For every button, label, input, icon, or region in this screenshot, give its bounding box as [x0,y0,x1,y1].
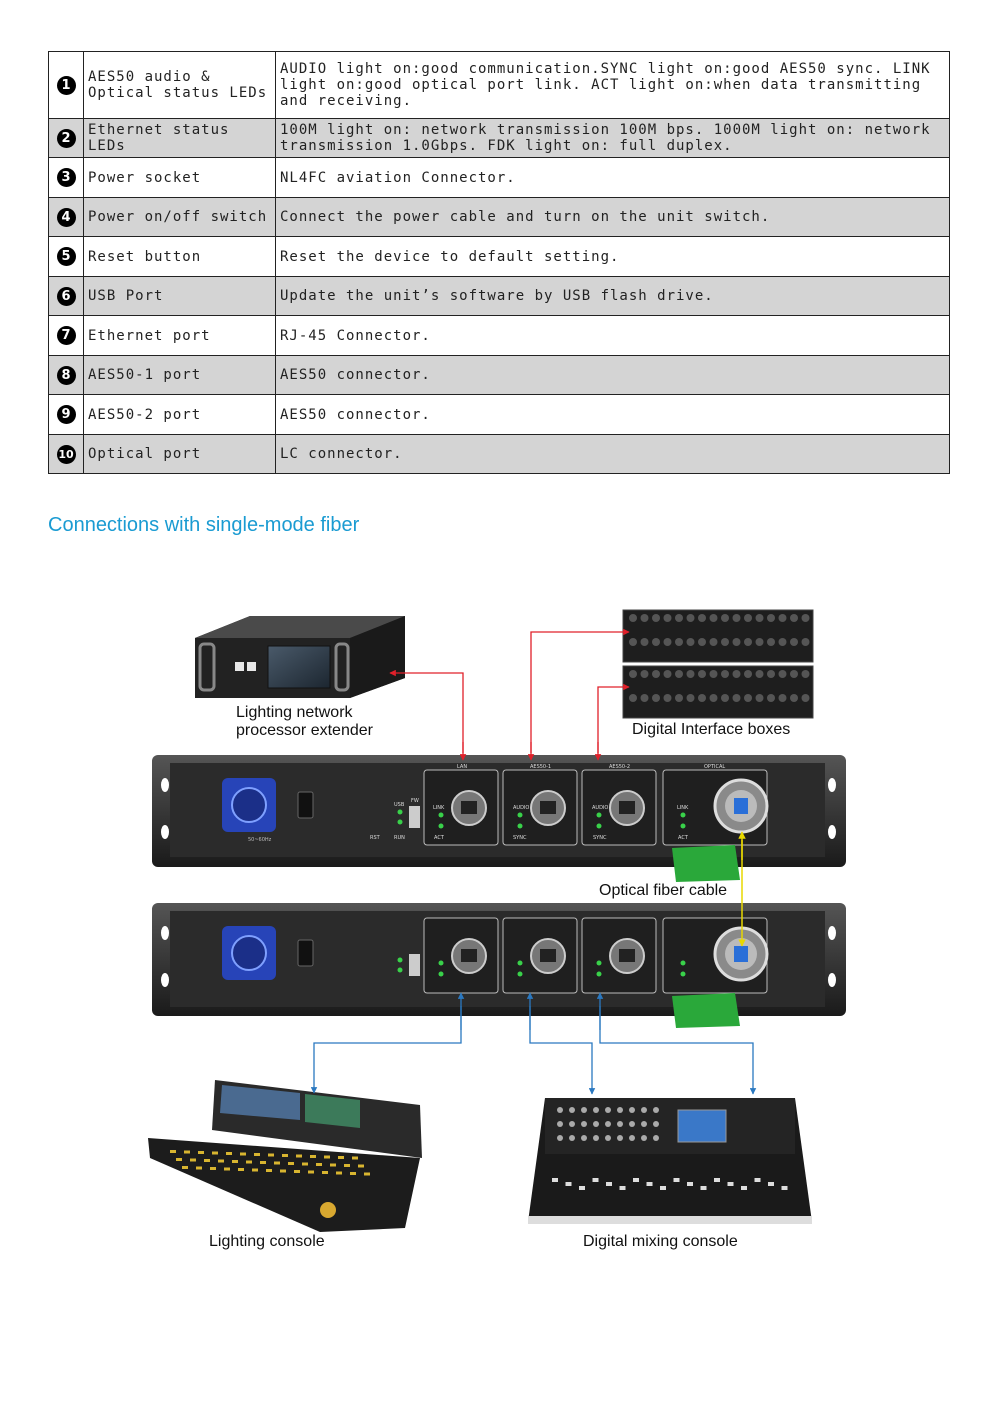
caption-processor-line1: Lighting network [236,704,353,721]
act-label: ACT [434,835,445,841]
row-name-cell: Ethernet status LEDs [83,118,276,158]
red-line-aes1 [530,628,630,753]
audio-label-2: AUDIO [592,805,608,811]
caption-interface-boxes: Digital Interface boxes [632,721,791,738]
number-badge: 9 [56,405,76,424]
row-description-cell: AES50 connector. [275,394,950,435]
freq-label: 50~60Hz [248,837,272,843]
fw-label: FW [411,798,419,804]
row-number-cell: 2 [48,118,84,158]
optical-label: OPTICAL [704,764,725,770]
row-description-cell: Connect the power cable and turn on the … [275,197,950,237]
number-badge: 8 [56,365,76,385]
row-name-cell: Reset button [83,236,276,277]
sync-label: SYNC [513,835,527,841]
row-number-cell: 6 [48,276,84,316]
extender-unit-top: 50~60Hz USB FW RST RUN LAN LINK ACT AES5… [152,755,846,882]
number-badge: 3 [56,168,76,187]
row-number-cell: 5 [48,236,84,277]
row-number-cell: 1 [48,51,84,119]
link-label: LINK [433,805,445,811]
act-label-2: ACT [678,835,689,841]
row-name-cell: AES50-1 port [83,355,276,395]
usb-label: USB [394,802,405,808]
row-description-cell: 100M light on: network transmission 100M… [275,118,950,158]
number-badge: 4 [56,207,76,227]
red-line-lan [389,669,464,753]
link-label-2: LINK [677,805,689,811]
caption-mixing-console: Digital mixing console [583,1233,738,1250]
row-number-cell: 10 [48,434,84,474]
row-description-cell: AES50 connector. [275,355,950,395]
lighting-console-image [148,1080,422,1232]
row-name-cell: Power on/off switch [83,197,276,237]
interface-boxes-image [622,609,814,719]
row-name-cell: Ethernet port [83,315,276,356]
row-name-cell: Power socket [83,157,276,198]
lan-label: LAN [457,764,467,770]
rst-label: RST [370,835,381,841]
processor-extender-image [195,616,405,698]
row-number-cell: 4 [48,197,84,237]
row-description-cell: AUDIO light on:good communication.SYNC l… [275,51,950,119]
number-badge: 2 [56,128,76,148]
sync-label-2: SYNC [593,835,607,841]
number-badge: 10 [56,444,76,464]
number-badge: 7 [56,326,76,345]
blue-line-lan [310,1006,462,1094]
number-badge: 1 [56,75,76,95]
mixing-console-image [528,1098,812,1224]
caption-lighting-console: Lighting console [209,1233,325,1250]
row-description-cell: LC connector. [275,434,950,474]
row-description-cell: NL4FC aviation Connector. [275,157,950,198]
row-number-cell: 3 [48,157,84,198]
audio-label: AUDIO [513,805,529,811]
row-name-cell: AES50 audio & Optical status LEDs [83,51,276,119]
row-number-cell: 9 [48,394,84,435]
connection-diagram: 50~60Hz USB FW RST RUN LAN LINK ACT AES5… [148,609,846,1232]
blue-line-aes1 [529,1006,596,1095]
red-line-aes2 [597,683,630,753]
row-name-cell: AES50-2 port [83,394,276,435]
number-badge: 5 [56,247,76,266]
section-title: Connections with single-mode fiber [48,514,360,536]
aes1-label: AES50-1 [530,764,551,770]
row-name-cell: Optical port [83,434,276,474]
caption-processor-line2: processor extender [236,722,373,739]
caption-fiber: Optical fiber cable [599,882,728,899]
row-description-cell: Update the unit’s software by USB flash … [275,276,950,316]
number-badge: 6 [56,286,76,306]
row-name-cell: USB Port [83,276,276,316]
row-number-cell: 7 [48,315,84,356]
row-description-cell: Reset the device to default setting. [275,236,950,277]
run-label: RUN [394,835,405,841]
row-number-cell: 8 [48,355,84,395]
row-description-cell: RJ-45 Connector. [275,315,950,356]
extender-unit-bottom [152,903,846,1028]
aes2-label: AES50-2 [609,764,630,770]
